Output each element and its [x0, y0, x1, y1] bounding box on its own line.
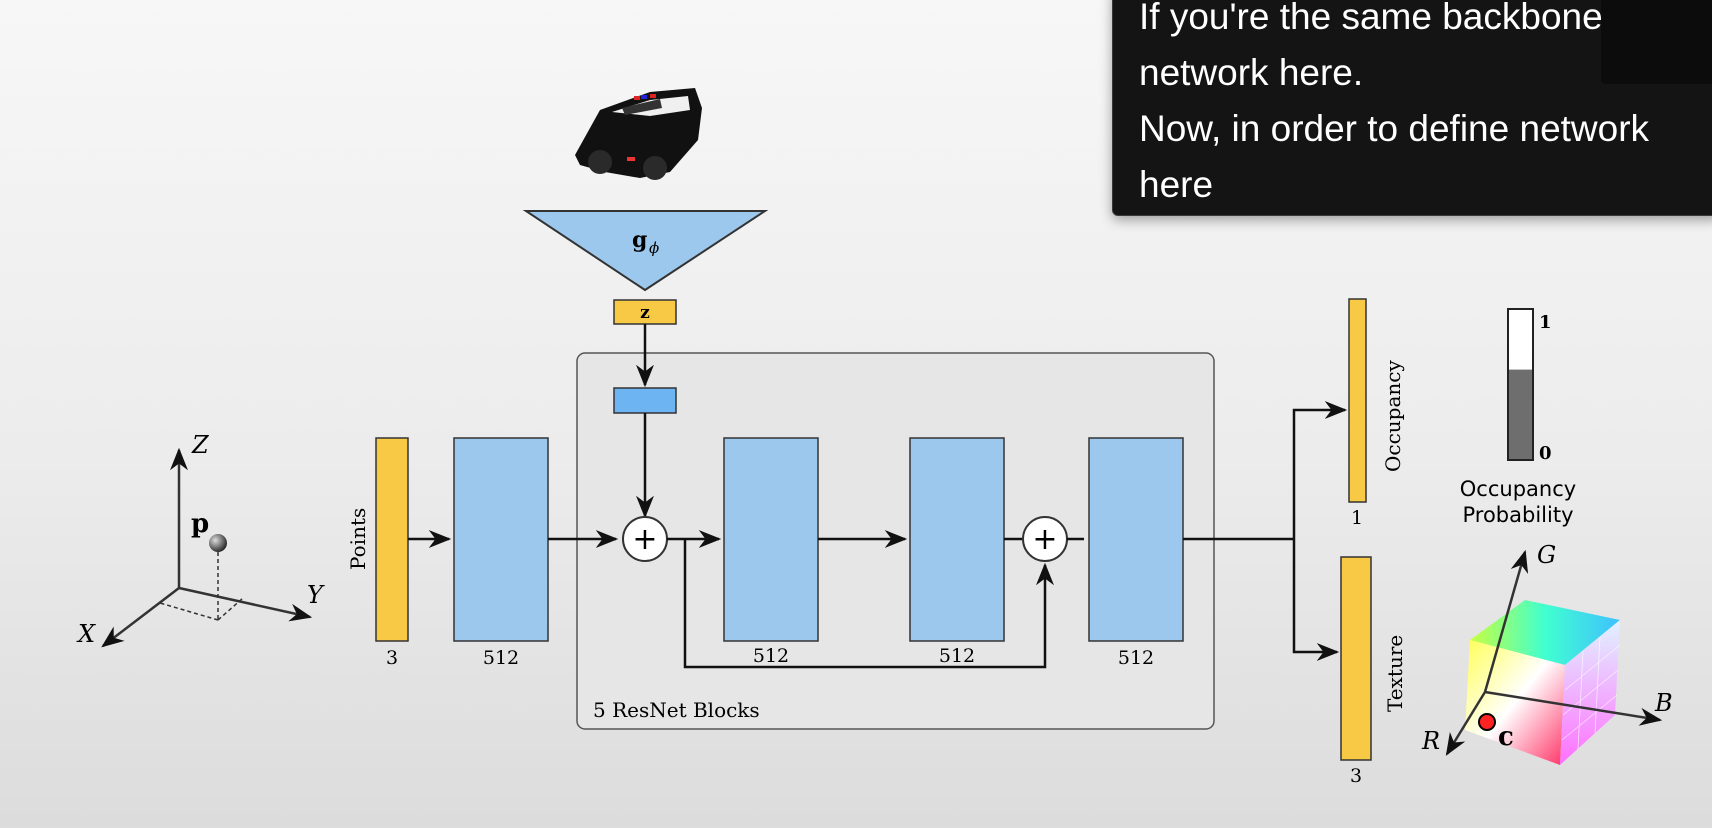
occupancy-output-bar [1348, 298, 1367, 503]
axis-x-label: X [76, 620, 96, 648]
axis-r-label: R [1421, 727, 1440, 755]
occupancy-dim: 1 [1351, 507, 1363, 529]
sum-node-2-symbol: + [1032, 522, 1057, 557]
block-1-dim: 512 [753, 645, 789, 667]
point-projection-lines [159, 545, 244, 621]
axis-y-label: Y [307, 581, 325, 609]
resnet-block-2 [909, 437, 1005, 642]
caption-line-3: Now, in order to define network [1139, 108, 1650, 149]
caption-line-1: If you're the same backbone [1139, 0, 1603, 37]
axis-z-label: Z [191, 431, 210, 459]
encoder-label: g [632, 227, 647, 253]
sum-node-1-symbol: + [632, 522, 657, 557]
car-image [575, 88, 702, 180]
block-2-dim: 512 [939, 645, 975, 667]
encoder-subscript: ϕ [649, 239, 659, 257]
occupancy-label: Occupancy [1381, 360, 1405, 472]
points-label: Points [346, 508, 370, 570]
skip-connection [683, 539, 1054, 669]
point-sphere [209, 534, 227, 552]
axis-b-label: B [1654, 689, 1673, 717]
fc-block [453, 437, 549, 642]
resnet-group-label: 5 ResNet Blocks [593, 698, 760, 722]
gauge-label-line2: Probability [1462, 503, 1573, 527]
resnet-block-1 [723, 437, 819, 642]
axis-g-label: G [1537, 541, 1556, 569]
gauge-label-line1: Occupancy [1460, 477, 1576, 501]
arrow-to-texture [1292, 539, 1340, 661]
texture-output-bar [1340, 556, 1372, 761]
point-p-label: p [191, 509, 209, 539]
latent-label: z [640, 303, 650, 323]
texture-label: Texture [1383, 635, 1407, 712]
latent-projection-box [613, 387, 677, 414]
encoder-triangle [522, 210, 769, 292]
resnet-block-3 [1088, 437, 1184, 642]
subtitle-caption-box: If you're the same backbone network here… [1112, 0, 1712, 216]
fc-dim: 512 [483, 647, 519, 669]
caption-line-4: here [1139, 164, 1214, 205]
arrow-to-occupancy [1292, 401, 1348, 539]
block-3-dim: 512 [1118, 647, 1154, 669]
texture-dim: 3 [1350, 765, 1362, 787]
gauge-min-label: 0 [1539, 443, 1552, 464]
gauge-max-label: 1 [1539, 312, 1552, 333]
video-thumbnail [1601, 0, 1712, 84]
points-input-bar [375, 437, 409, 642]
caption-line-2: network here. [1139, 52, 1364, 93]
occupancy-probability-fill [1509, 369, 1532, 459]
latent-code-z [613, 299, 677, 325]
color-point-label: c [1498, 722, 1514, 752]
xyz-axes [101, 447, 313, 648]
points-dim: 3 [386, 647, 398, 669]
color-point [1478, 713, 1496, 731]
rgb-axes [1445, 549, 1663, 756]
